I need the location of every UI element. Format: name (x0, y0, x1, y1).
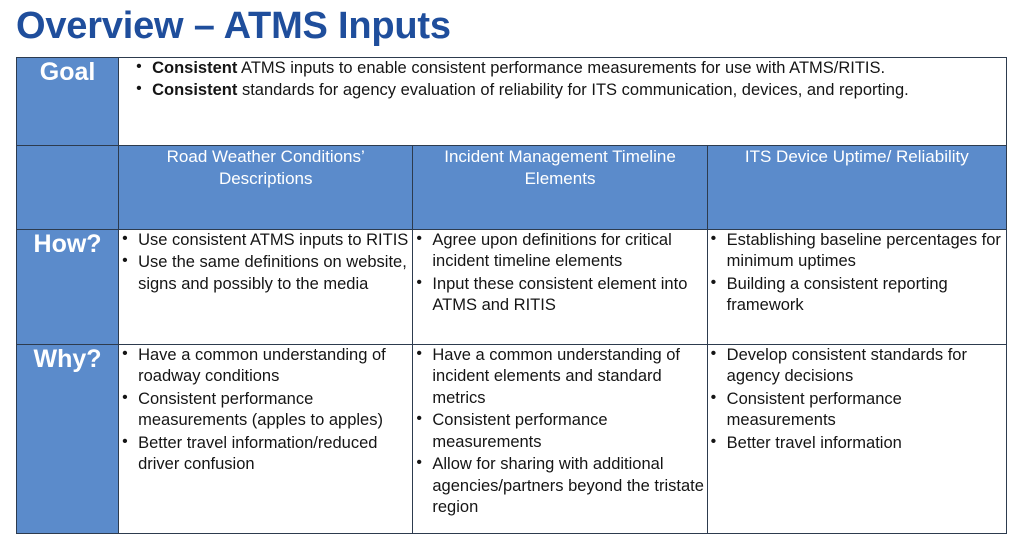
list-item: Better travel information (708, 432, 1006, 454)
list-item: Consistent performance measurements (app… (119, 388, 412, 432)
column-header-road-weather: Road Weather Conditions’ Descriptions (118, 145, 414, 230)
how-road-weather-cell: Use consistent ATMS inputs to RITIS Use … (118, 229, 414, 345)
goal-bullet-list: Consistent ATMS inputs to enable consist… (133, 57, 1006, 102)
column-header-incident-management: Incident Management Timeline Elements (412, 145, 708, 230)
atms-inputs-matrix: Goal Consistent ATMS inputs to enable co… (15, 57, 1008, 534)
why-incident-management-cell: Have a common understanding of incident … (412, 344, 708, 534)
row-label-why: Why? (15, 344, 120, 534)
how-its-device-cell: Establishing baseline percentages for mi… (706, 229, 1008, 345)
how-incident-management-list: Agree upon definitions for critical inci… (413, 229, 706, 317)
list-item: Allow for sharing with additional agenci… (413, 453, 706, 518)
list-item: Agree upon definitions for critical inci… (413, 229, 706, 273)
table-row-why: Why? Have a common understanding of road… (15, 344, 1008, 534)
goal-bullet-0-bold: Consistent (152, 59, 238, 77)
goal-bullet-0-rest: ATMS inputs to enable consistent perform… (237, 59, 886, 77)
why-road-weather-list: Have a common understanding of roadway c… (119, 344, 412, 476)
list-item: Consistent ATMS inputs to enable consist… (133, 57, 1006, 79)
how-its-device-list: Establishing baseline percentages for mi… (708, 229, 1006, 317)
list-item: Consistent performance measurements (708, 388, 1006, 432)
table-row-column-headers: Road Weather Conditions’ Descriptions In… (15, 145, 1008, 230)
row-label-how: How? (15, 229, 120, 345)
list-item: Have a common understanding of incident … (413, 344, 706, 409)
list-item: Use the same definitions on website, sig… (119, 251, 412, 295)
why-road-weather-cell: Have a common understanding of roadway c… (118, 344, 414, 534)
row-label-goal: Goal (15, 57, 120, 146)
list-item: Better travel information/reduced driver… (119, 432, 412, 476)
column-header-its-device: ITS Device Uptime/ Reliability (706, 145, 1008, 230)
row-label-blank (15, 145, 120, 230)
list-item: Consistent standards for agency evaluati… (133, 79, 1006, 101)
table-row-how: How? Use consistent ATMS inputs to RITIS… (15, 229, 1008, 345)
why-its-device-cell: Develop consistent standards for agency … (706, 344, 1008, 534)
list-item: Building a consistent reporting framewor… (708, 273, 1006, 317)
list-item: Develop consistent standards for agency … (708, 344, 1006, 388)
why-incident-management-list: Have a common understanding of incident … (413, 344, 706, 519)
goal-bullet-1-bold: Consistent (152, 81, 238, 100)
list-item: Use consistent ATMS inputs to RITIS (119, 229, 412, 251)
list-item: Input these consistent element into ATMS… (413, 273, 706, 317)
why-its-device-list: Develop consistent standards for agency … (708, 344, 1006, 454)
list-item: Establishing baseline percentages for mi… (708, 229, 1006, 273)
table-row-goal: Goal Consistent ATMS inputs to enable co… (15, 57, 1007, 146)
list-item: Have a common understanding of roadway c… (119, 344, 412, 388)
goal-content-cell: Consistent ATMS inputs to enable consist… (118, 57, 1007, 146)
page-title: Overview – ATMS Inputs (16, 5, 451, 47)
how-road-weather-list: Use consistent ATMS inputs to RITIS Use … (119, 229, 412, 295)
how-incident-management-cell: Agree upon definitions for critical inci… (412, 229, 708, 345)
goal-bullet-1-rest: standards for agency evaluation of relia… (237, 81, 909, 100)
list-item: Consistent performance measurements (413, 409, 706, 453)
